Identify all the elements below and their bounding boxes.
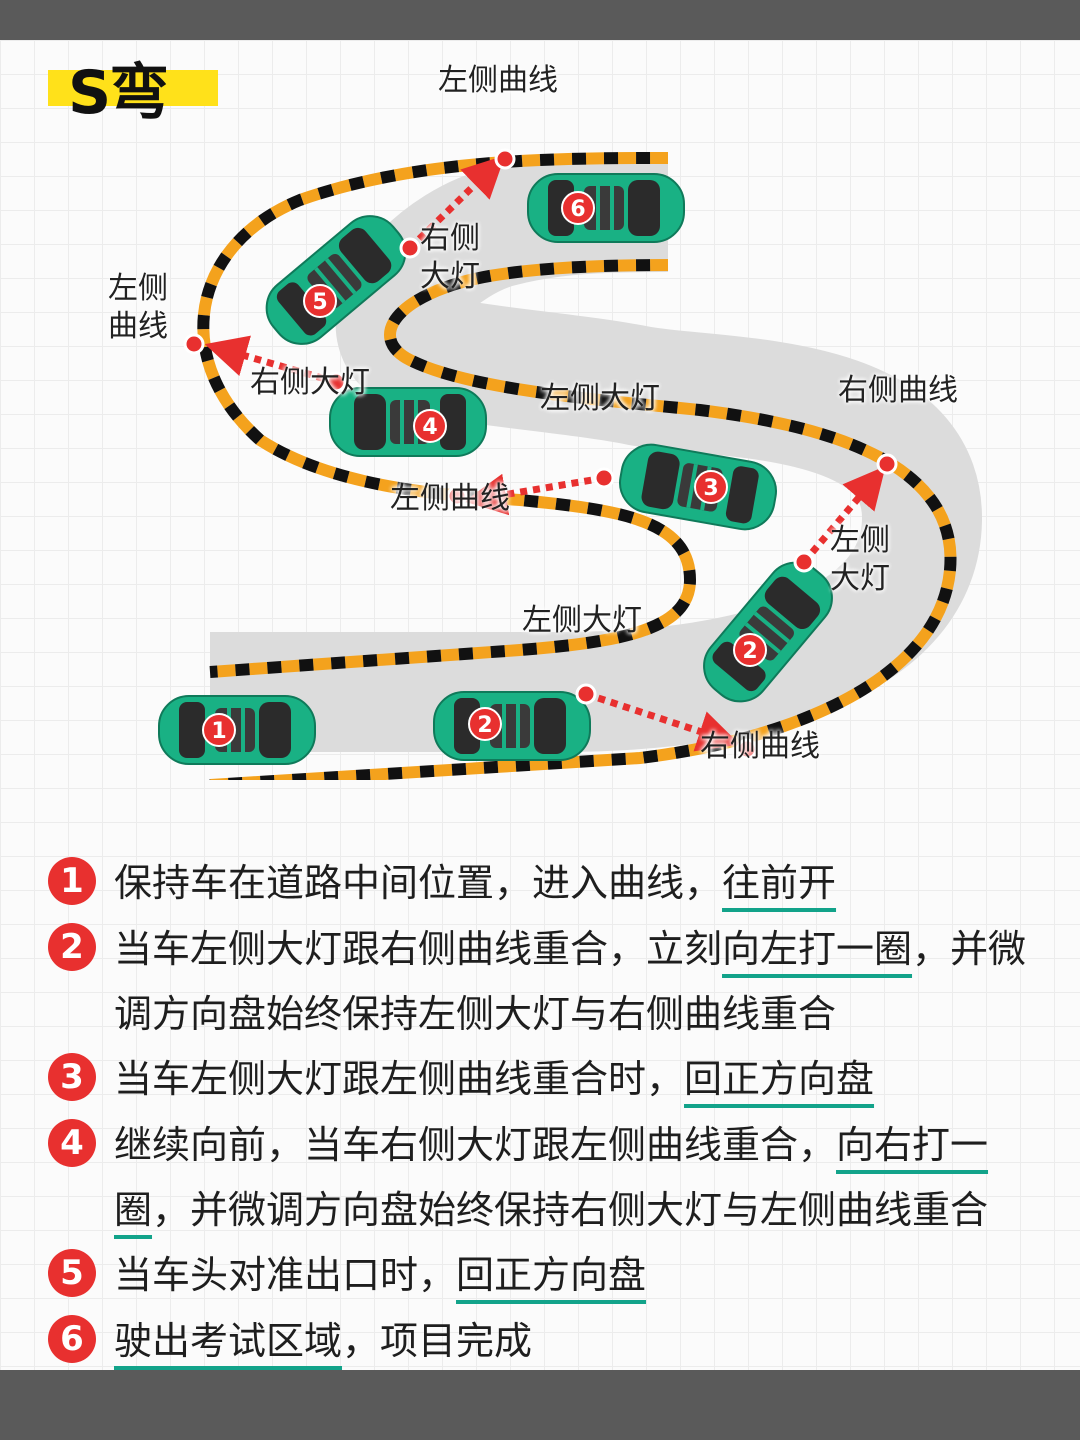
diagram-frame: S弯: [0, 40, 1080, 1370]
page-title: S弯: [68, 58, 169, 128]
car-badge-number: 2: [477, 713, 492, 738]
step-text-part: 保持车在道路中间位置，进入曲线，: [114, 861, 723, 905]
title-highlight: [48, 70, 218, 106]
step-text-part: ，并微调方向盘始终保持右侧大灯与左侧曲线重合: [152, 1188, 989, 1232]
label-left-light-2-bottom: 左侧大灯: [522, 603, 642, 638]
car-badge-5: 4: [413, 409, 447, 443]
step-text-part: 当车左侧大灯跟左侧曲线重合时，: [114, 1057, 685, 1101]
car-1: [158, 695, 316, 765]
label-top-left-curve: 左侧曲线: [438, 63, 558, 98]
step-number-badge: 6: [48, 1315, 96, 1363]
label-left-curve-mid: 左侧曲线: [390, 481, 510, 516]
step-number-badge: 3: [48, 1053, 96, 1101]
car-badge-number: 3: [703, 476, 718, 501]
car-badge-number: 2: [742, 639, 757, 664]
car-badge-1: 1: [202, 713, 236, 747]
step-text-part: ，项目完成: [342, 1319, 533, 1363]
car-badge-7: 6: [561, 191, 595, 225]
step-key-action: 往前开: [722, 861, 837, 905]
label-left-curve-side: 左侧曲线: [108, 271, 168, 344]
step-number-badge: 2: [48, 923, 96, 971]
step-text-part: 当车头对准出口时，: [114, 1253, 457, 1297]
step-text-part: 当车左侧大灯跟右侧曲线重合，立刻: [114, 927, 723, 971]
step-key-action: 向左打一圈: [722, 927, 913, 971]
step-key-action: 回正方向盘: [684, 1057, 875, 1101]
step-text: 继续向前，当车右侧大灯跟左侧曲线重合，向右打一圈，并微调方向盘始终保持右侧大灯与…: [114, 1113, 1054, 1243]
arrow-4: [204, 335, 337, 386]
label-left-light-3: 左侧大灯: [540, 381, 660, 416]
label-right-light-upper: 右侧大灯: [420, 221, 480, 294]
arrow-2-bottom: [584, 690, 740, 752]
direction-arrows: [204, 155, 886, 752]
label-right-light-4: 右侧大灯: [250, 365, 370, 400]
step-text: 当车左侧大灯跟左侧曲线重合时，回正方向盘: [114, 1047, 1054, 1112]
step-text-part: 继续向前，当车右侧大灯跟左侧曲线重合，: [114, 1123, 837, 1167]
step-number-badge: 1: [48, 857, 96, 905]
car-badge-number: 1: [211, 719, 226, 744]
reference-points: [183, 148, 898, 760]
car-6: [527, 173, 685, 243]
s-curve-diagram: 1 2 2 3 4 5 6: [158, 148, 982, 780]
step-text: 当车左侧大灯跟右侧曲线重合，立刻向左打一圈，并微调方向盘始终保持左侧大灯与右侧曲…: [114, 917, 1054, 1047]
step-key-action: 回正方向盘: [456, 1253, 647, 1297]
label-left-light-2-right: 左侧大灯: [830, 523, 890, 596]
car-badge-number: 6: [570, 197, 585, 222]
step-number-badge: 4: [48, 1119, 96, 1167]
step-key-action: 驶出考试区域: [114, 1319, 343, 1363]
car-number-badges: 1 2 2 3 4 5 6: [202, 191, 767, 747]
car-2-bottom: [433, 691, 591, 761]
car-badge-2: 2: [468, 707, 502, 741]
label-right-curve-mid: 右侧曲线: [838, 373, 958, 408]
step-text: 保持车在道路中间位置，进入曲线，往前开: [114, 851, 1054, 916]
step-number-badge: 5: [48, 1249, 96, 1297]
car-badge-number: 4: [422, 415, 437, 440]
step-text: 当车头对准出口时，回正方向盘: [114, 1243, 1054, 1308]
car-badge-6: 5: [303, 284, 337, 318]
arrow-2-right: [801, 465, 886, 565]
car-badge-4: 3: [694, 470, 728, 504]
car-badge-number: 5: [312, 290, 327, 315]
car-badge-3: 2: [733, 633, 767, 667]
step-text-part: ，并微调方向盘始终保持左侧大灯与右侧曲线重合: [114, 927, 1027, 1036]
step-key-action: 向右打一圈: [114, 1123, 989, 1232]
step-text: 驶出考试区域，项目完成: [114, 1309, 1054, 1374]
label-right-curve-bottom: 右侧曲线: [700, 729, 820, 764]
arrow-5: [407, 155, 506, 251]
